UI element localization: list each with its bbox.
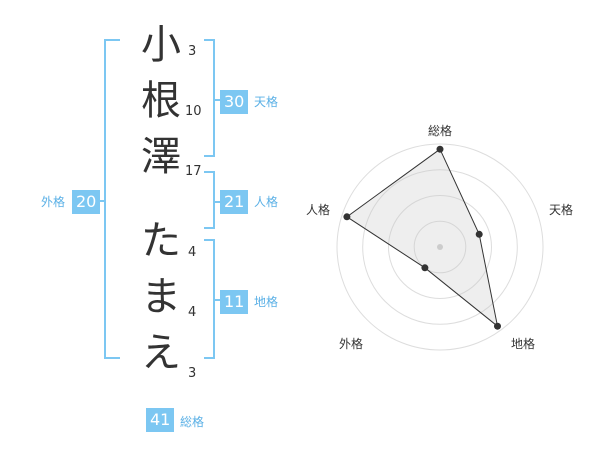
jinkaku-label: 人格 (254, 195, 279, 209)
soukaku-badge: 41 (146, 408, 175, 432)
chikaku-label: 地格 (254, 295, 279, 309)
stroke-count-1: 3 (188, 44, 197, 59)
name-char-2: 根 (141, 78, 181, 124)
radar-point-4 (343, 213, 351, 221)
stroke-count-2: 10 (185, 104, 202, 119)
name-char-5: ま (141, 274, 181, 320)
radar-label-gaikaku: 外格 (339, 337, 364, 351)
radar-point-3 (421, 264, 429, 272)
radar-grid-ring (388, 195, 492, 299)
radar-points (343, 145, 501, 330)
radar-point-2 (494, 322, 501, 330)
radar-label-jinkaku: 人格 (306, 203, 331, 217)
radar-point-1 (475, 230, 483, 238)
stroke-count-6: 3 (188, 366, 197, 381)
name-char-4: た (141, 218, 181, 264)
stroke-count-5: 4 (188, 305, 197, 320)
radar-label-soukaku: 総格 (428, 124, 453, 138)
name-char-6: え (141, 330, 181, 376)
name-char-3: 澤 (141, 134, 181, 180)
stroke-count-3: 17 (185, 164, 202, 179)
gaikaku-badge: 20 (72, 190, 101, 214)
radar-grid-ring (413, 220, 467, 274)
jinkaku-badge: 21 (220, 190, 249, 214)
radar-area (346, 148, 499, 328)
gaikaku-bracket (104, 39, 120, 359)
radar-grid-ring (362, 169, 518, 325)
name-char-1: 小 (141, 22, 181, 68)
radar-label-tenkaku: 天格 (549, 203, 574, 217)
radar-grid (336, 143, 544, 351)
jinkaku-bracket (204, 171, 215, 229)
radar-point-0 (436, 145, 444, 153)
chikaku-badge: 11 (220, 290, 249, 314)
stroke-count-4: 4 (188, 245, 197, 260)
radar-grid-ring (336, 143, 544, 351)
gaikaku-label: 外格 (41, 195, 66, 209)
radar-center-dot (437, 244, 443, 250)
tenkaku-label: 天格 (254, 95, 279, 109)
tenkaku-badge: 30 (220, 90, 249, 114)
radar-label-chikaku: 地格 (511, 337, 536, 351)
tenkaku-bracket (204, 39, 215, 157)
soukaku-label: 総格 (180, 415, 205, 429)
